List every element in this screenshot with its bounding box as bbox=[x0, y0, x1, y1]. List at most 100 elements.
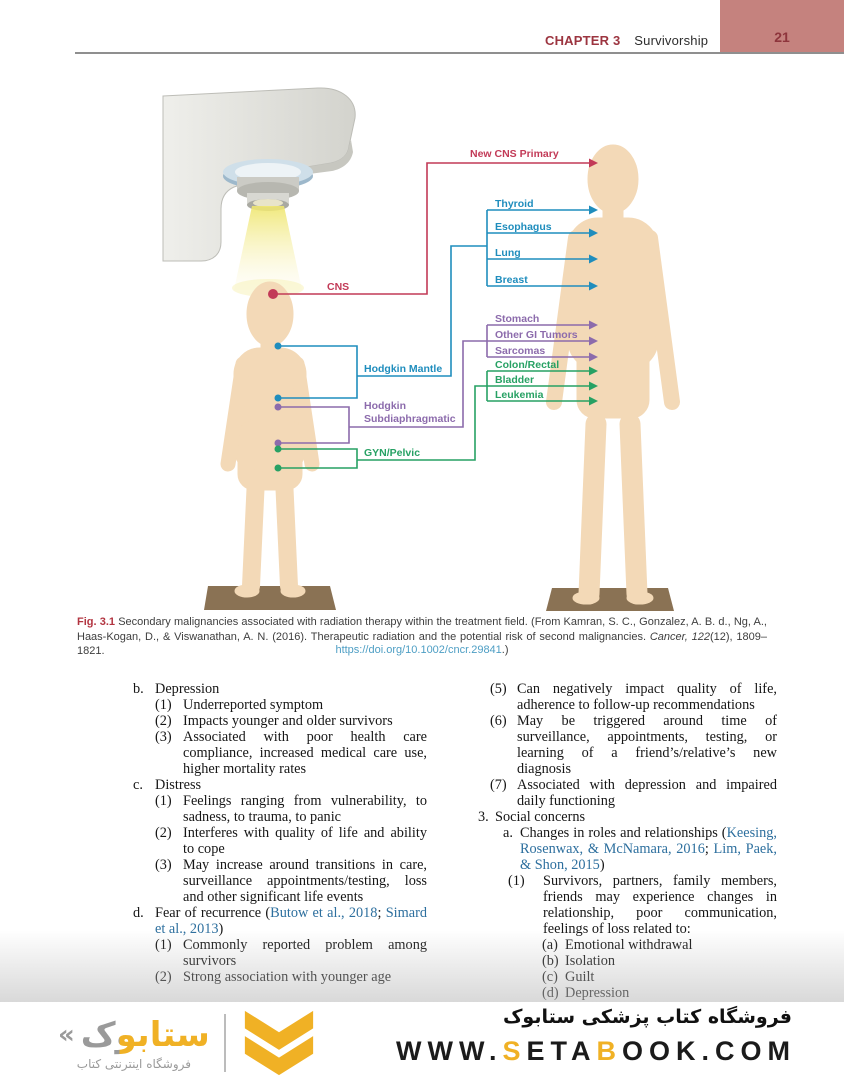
callout-leukemia: Leukemia bbox=[487, 389, 598, 406]
callout-hodgkin-mantle: Hodgkin Mantle bbox=[274, 245, 487, 402]
arrowhead-icon bbox=[589, 281, 598, 291]
diagram-label-gyn-pelvic: GYN/Pelvic bbox=[364, 447, 420, 459]
callout-gyn-pelvic: GYN/Pelvic bbox=[274, 385, 487, 472]
diagram-label-cns: CNS bbox=[327, 281, 349, 293]
list-item: (1)Feelings ranging from vulnerability, … bbox=[118, 793, 427, 825]
list-item: a. Changes in roles and relationships (Ke… bbox=[455, 825, 777, 873]
target-dot bbox=[274, 342, 282, 350]
website-url[interactable]: WWW.SETABOOK.COM bbox=[396, 1036, 796, 1067]
text-segment: ) bbox=[218, 921, 224, 937]
adult-silhouette bbox=[546, 144, 680, 611]
citation-link[interactable]: Lim, Paek, & Shon, 2015 bbox=[520, 841, 778, 873]
list-marker: (2) bbox=[155, 713, 172, 729]
arrowhead-icon bbox=[589, 336, 598, 346]
text-segment: Impacts younger and older survivors bbox=[183, 713, 393, 729]
diagram-label-stomach: Stomach bbox=[495, 313, 539, 325]
list-item: (5) Can negatively impact quality of life… bbox=[455, 681, 777, 713]
text-segment: ; bbox=[377, 905, 386, 921]
store-name-farsi: فروشگاه کتاب پزشکی ستابوک bbox=[502, 1006, 792, 1028]
list-item: (6) May be triggered around time of surve… bbox=[455, 713, 777, 777]
callout-breast: Breast bbox=[487, 274, 598, 291]
caption-segment: Secondary malignancies associated with r… bbox=[77, 616, 767, 643]
arrowhead-icon bbox=[589, 205, 598, 215]
setabook-wordmark-block: « ستابوک فروشگاه اینترنتی کتاب bbox=[58, 1015, 210, 1071]
diagram-label-breast: Breast bbox=[495, 274, 528, 286]
setabook-logo[interactable]: « ستابوک فروشگاه اینترنتی کتاب bbox=[58, 1008, 318, 1078]
text-segment: Social concerns bbox=[495, 809, 586, 825]
list-marker: (3) bbox=[155, 857, 172, 873]
list-marker: (5) bbox=[490, 681, 507, 697]
callout-cns: CNS bbox=[268, 158, 598, 299]
list-marker: (7) bbox=[490, 777, 507, 793]
arrowhead-icon bbox=[589, 352, 598, 362]
diagram-label-sarcomas: Sarcomas bbox=[495, 345, 545, 357]
list-item: (2) Interferes with quality of life and a… bbox=[118, 825, 427, 857]
guillemet-icon: « bbox=[58, 1020, 75, 1050]
setabook-wordmark: ستابوک bbox=[80, 1015, 210, 1055]
list-marker: (3) bbox=[155, 729, 172, 745]
diagram-label-colon-rectal: Colon/Rectal bbox=[495, 359, 559, 371]
text-segment: Survivors, partners, family members, fri… bbox=[543, 873, 777, 937]
list-marker: (6) bbox=[490, 713, 507, 729]
arrowhead-icon bbox=[589, 396, 598, 406]
text-segment: Interferes with quality of life and abil… bbox=[183, 825, 427, 857]
figure-caption: Fig. 3.1 Secondary malignancies associat… bbox=[77, 615, 767, 659]
page-number-tab: 21 bbox=[720, 0, 844, 52]
text-segment: May increase around transitions in care,… bbox=[183, 857, 427, 905]
list-marker: (1) bbox=[508, 873, 525, 889]
figure-caption-label: Fig. 3.1 bbox=[77, 616, 116, 628]
callout-new-cns-primary: New CNS Primary bbox=[470, 148, 559, 160]
list-marker: c. bbox=[133, 777, 143, 793]
callout-other-gi-tumors: Other GI Tumors bbox=[487, 329, 598, 346]
list-marker: b. bbox=[133, 681, 144, 697]
arrowhead-icon bbox=[589, 158, 598, 168]
website-letter-group: B bbox=[596, 1036, 622, 1066]
target-dot bbox=[274, 403, 282, 411]
text-segment: May be triggered around time of surveill… bbox=[517, 713, 777, 777]
target-dot bbox=[274, 464, 282, 472]
radiation-beam bbox=[234, 206, 302, 290]
text-segment: Feelings ranging from vulnerability, to … bbox=[183, 793, 427, 825]
chevron-badge-icon bbox=[244, 1010, 313, 1076]
arrowhead-icon bbox=[589, 381, 598, 391]
list-marker: d. bbox=[133, 905, 144, 921]
list-item: c.Distress bbox=[118, 777, 427, 793]
page-bottom-fade bbox=[0, 930, 844, 1002]
list-marker: (2) bbox=[155, 825, 172, 841]
website-letter-group: S bbox=[502, 1036, 527, 1066]
chapter-title: Survivorship bbox=[634, 33, 709, 48]
text-segment: ; bbox=[704, 841, 714, 857]
doi-link[interactable]: https://doi.org/10.1002/cncr.29841 bbox=[335, 644, 502, 656]
diagram-label-lung: Lung bbox=[495, 247, 521, 259]
list-marker: (1) bbox=[155, 697, 172, 713]
list-item: (1) Survivors, partners, family members, … bbox=[455, 873, 777, 937]
adult-stand-base bbox=[546, 588, 674, 611]
diagram-label-hodgkin-mantle: Hodgkin Mantle bbox=[364, 363, 442, 375]
list-item: b.Depression bbox=[118, 681, 427, 697]
callout-thyroid: Thyroid bbox=[486, 198, 598, 286]
target-dot bbox=[274, 394, 282, 402]
text-segment: Changes in roles and relationships ( bbox=[520, 825, 727, 841]
target-dot bbox=[274, 439, 282, 447]
list-marker: a. bbox=[503, 825, 513, 841]
figure-caption-doi-line: https://doi.org/10.1002/cncr.29841.) bbox=[77, 644, 767, 656]
target-dot bbox=[274, 445, 282, 453]
target-dot bbox=[268, 289, 278, 299]
diagram-label-leukemia: Leukemia bbox=[495, 389, 544, 401]
child-silhouette bbox=[204, 281, 336, 610]
text-segment: Can negatively impact quality of life, a… bbox=[517, 681, 777, 713]
text-segment: ) bbox=[599, 857, 605, 873]
text-segment: Associated with poor health care complia… bbox=[183, 729, 427, 777]
arrowhead-icon bbox=[589, 254, 598, 264]
list-item: (3) Associated with poor health care comp… bbox=[118, 729, 427, 777]
citation-link[interactable]: Butow et al., 2018 bbox=[270, 905, 378, 921]
logo-subtitle: فروشگاه اینترنتی کتاب bbox=[76, 1057, 191, 1071]
citation-link[interactable]: Keesing, Rosenwax, & McNamara, 2016 bbox=[520, 825, 777, 857]
arrowhead-icon bbox=[589, 366, 598, 376]
list-item: (2) Impacts younger and older survivors bbox=[118, 713, 427, 729]
list-marker: 3. bbox=[478, 809, 489, 825]
child-stand-base bbox=[204, 586, 336, 610]
